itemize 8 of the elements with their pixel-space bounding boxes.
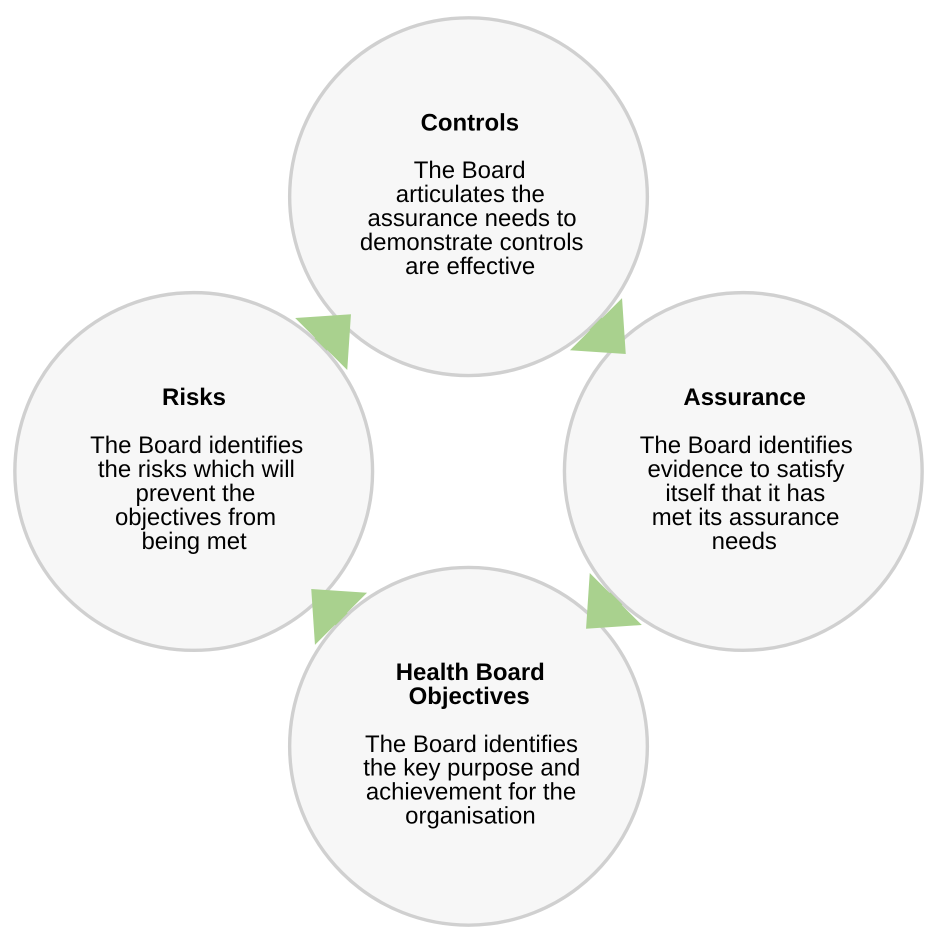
arrow xyxy=(586,572,642,628)
arrow xyxy=(570,298,626,354)
node-circle: Controls The Board articulates the assurance needs to demonstrate controls are effective xyxy=(288,16,650,377)
arrow xyxy=(295,314,351,370)
arrow xyxy=(311,588,368,644)
node-circle: Risks The Board identifies the risks which will prevent the objectives from being met xyxy=(13,290,374,652)
node-circle: Health Board Objectives The Board identifies the key purpose and achievement for the organisation xyxy=(288,565,650,926)
node-circle: Assurance The Board identifies evidence to satisfy itself that it has met its assurance needs xyxy=(562,290,924,652)
